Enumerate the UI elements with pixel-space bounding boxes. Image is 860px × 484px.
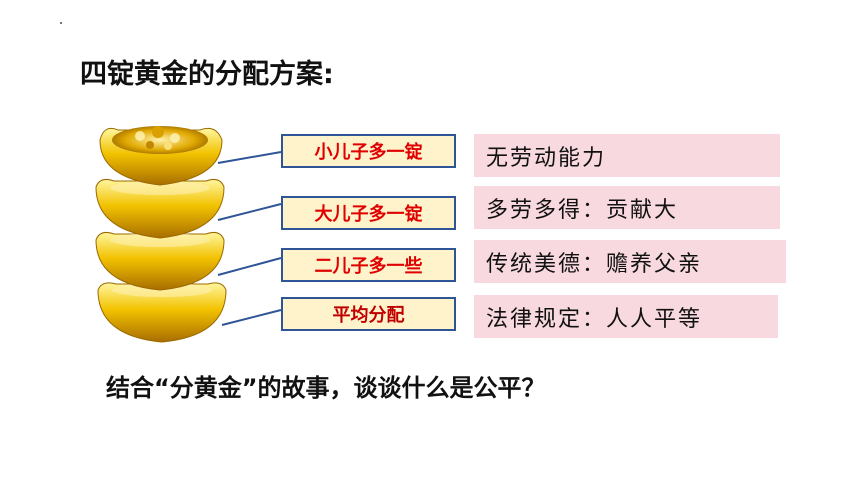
- connector-line-1: [217, 151, 282, 164]
- corner-dot: [60, 22, 62, 24]
- discussion-question: 结合“分黄金”的故事，谈谈什么是公平？: [106, 374, 546, 402]
- slide-title: 四锭黄金的分配方案:: [80, 59, 334, 90]
- gold-ingot-1: [99, 126, 223, 186]
- reason-traditional-virtue: 传统美德：赡养父亲: [474, 240, 786, 283]
- allocation-label-youngest-son: 小儿子多一锭: [281, 134, 456, 168]
- gold-ingot-2: [95, 179, 225, 239]
- connector-line-2: [217, 203, 282, 221]
- gold-ingot-4: [97, 282, 227, 343]
- reason-legal-equality: 法律规定：人人平等: [474, 295, 778, 338]
- allocation-label-second-son: 二儿子多一些: [281, 248, 456, 282]
- allocation-label-equal-split: 平均分配: [281, 297, 456, 331]
- allocation-label-eldest-son: 大儿子多一锭: [281, 196, 456, 230]
- gold-ingot-3: [95, 232, 225, 291]
- reason-no-labor-ability: 无劳动能力: [474, 134, 780, 177]
- connector-line-3: [217, 257, 282, 276]
- reason-more-work-more-gain: 多劳多得：贡献大: [474, 186, 780, 229]
- connector-line-4: [221, 309, 282, 326]
